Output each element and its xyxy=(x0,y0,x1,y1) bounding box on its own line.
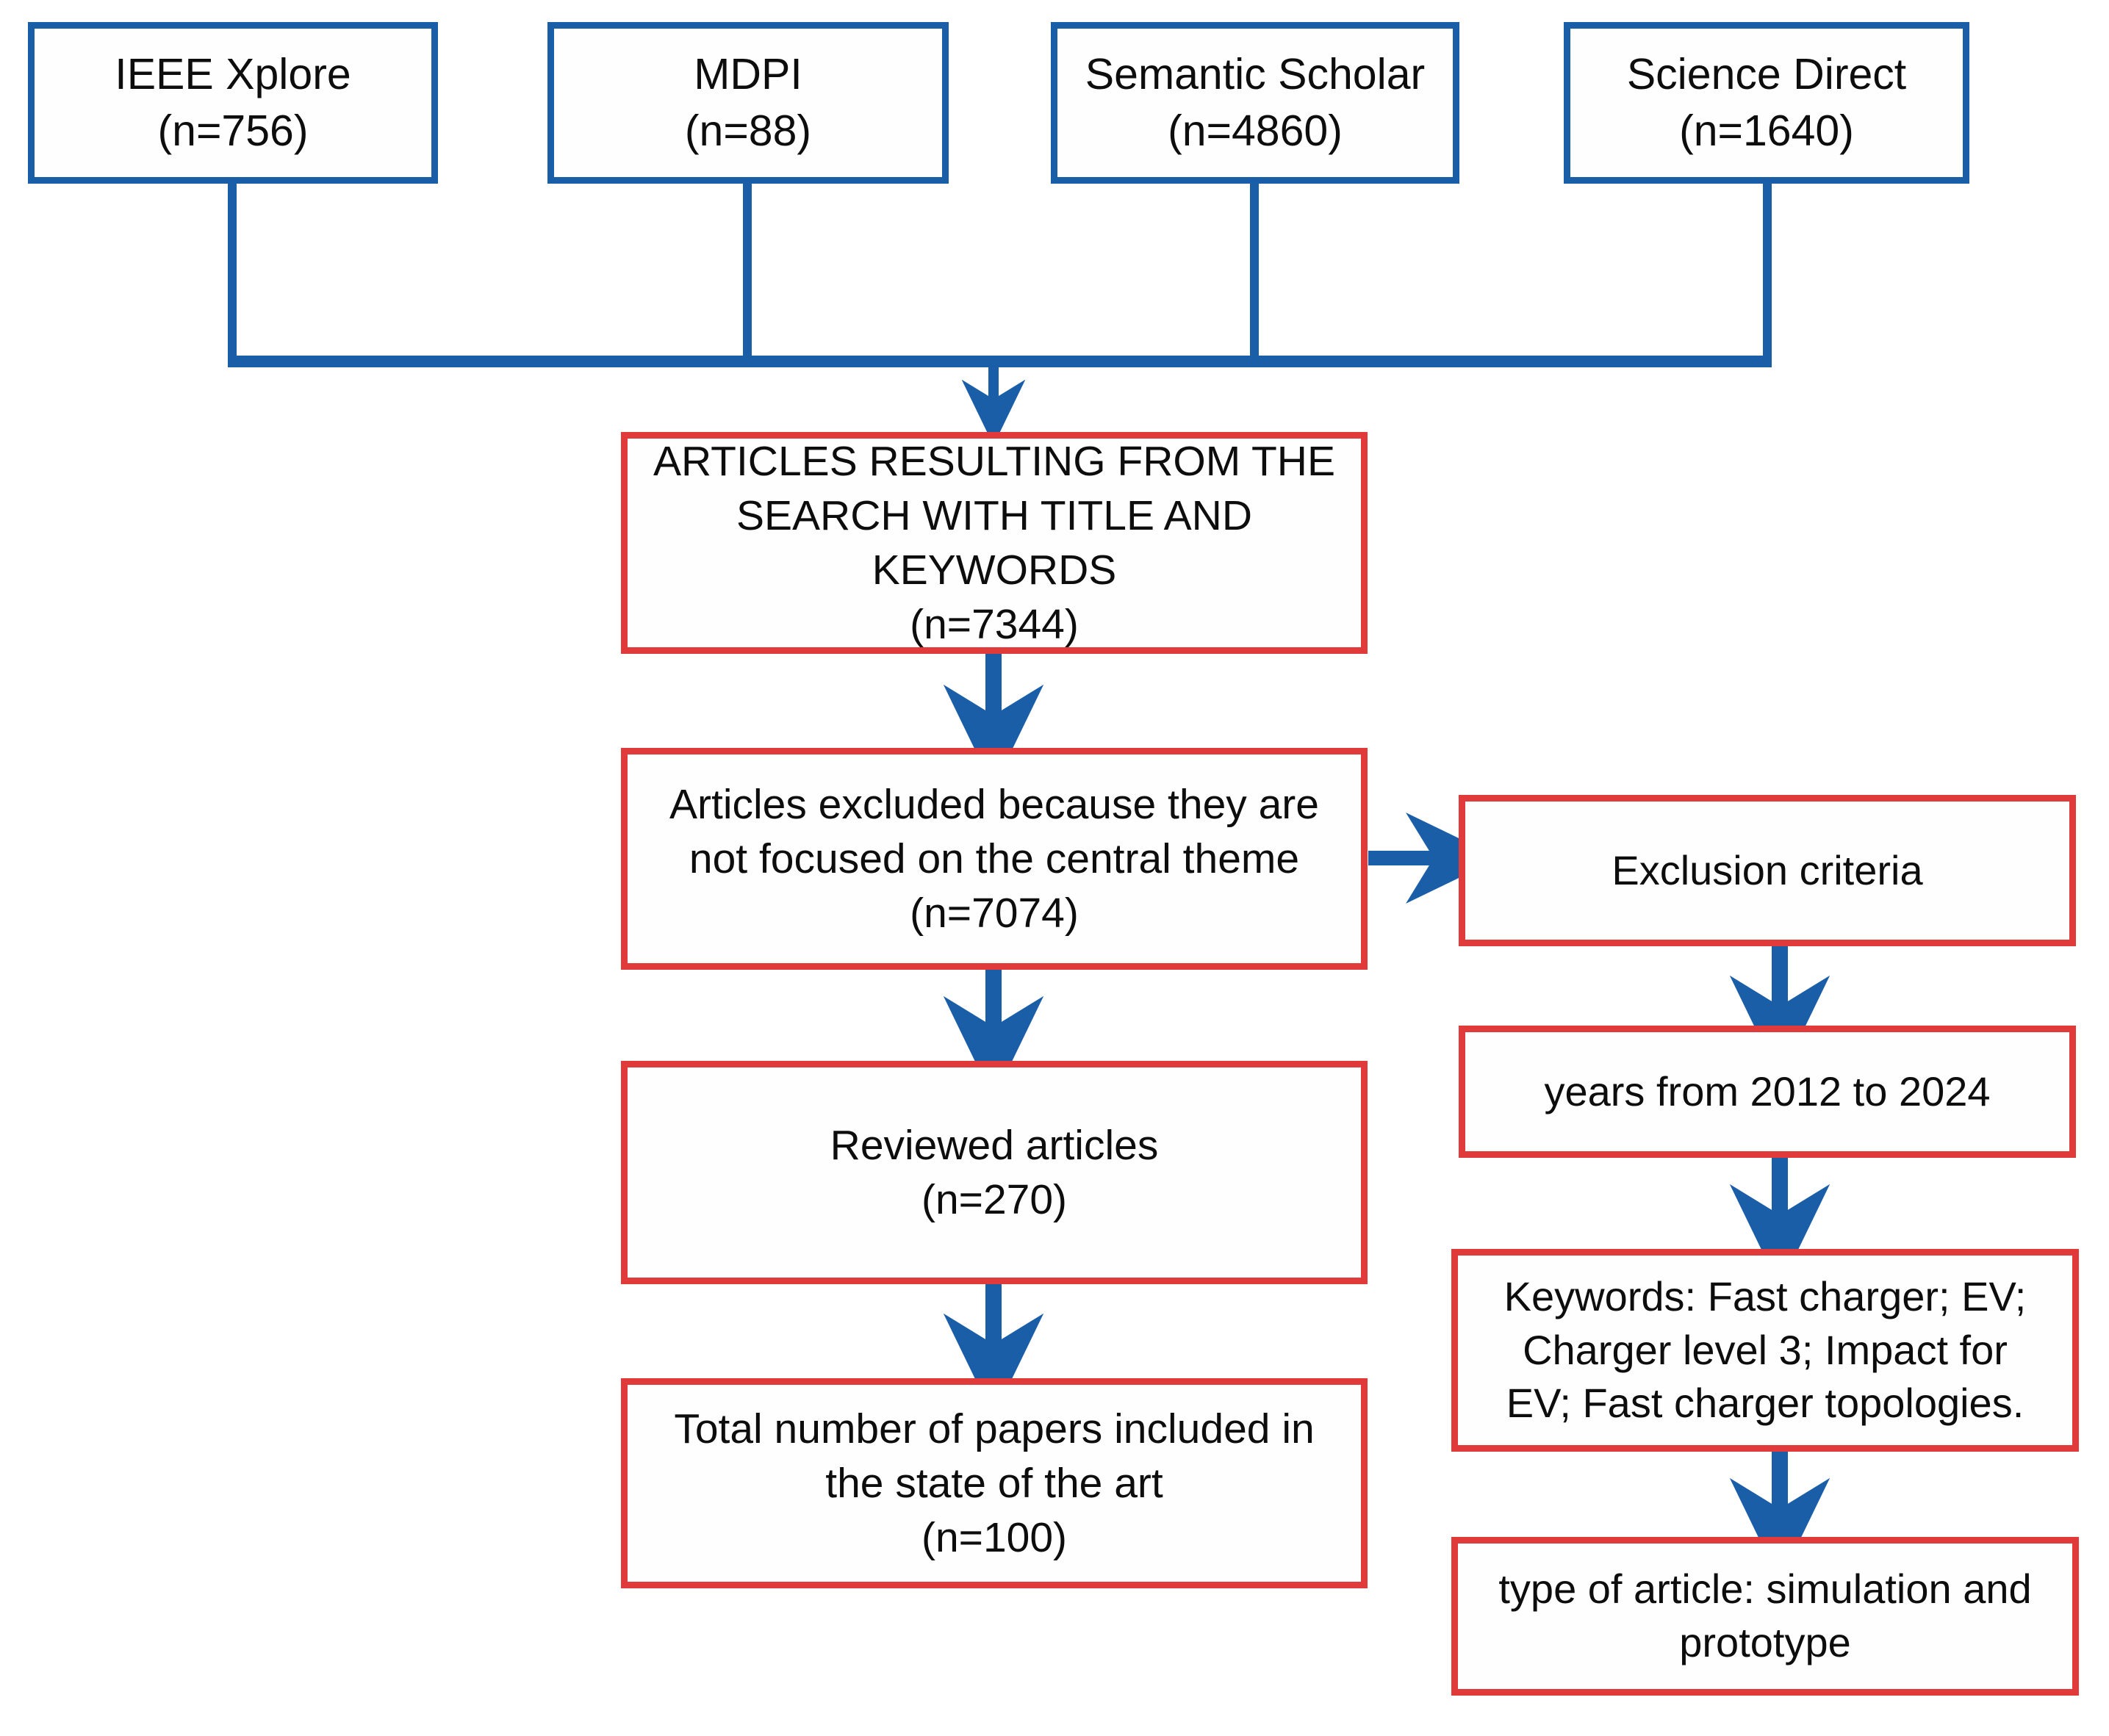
source-box-science-direct[interactable]: Science Direct (n=1640) xyxy=(1564,22,1969,184)
stage-box-total-included[interactable]: Total number of papers included in the s… xyxy=(621,1378,1368,1588)
stage-box-reviewed-articles[interactable]: Reviewed articles (n=270) xyxy=(621,1061,1368,1284)
criteria-box-keywords[interactable]: Keywords: Fast charger; EV; Charger leve… xyxy=(1451,1249,2079,1452)
stage-box-search-results[interactable]: ARTICLES RESULTING FROM THE SEARCH WITH … xyxy=(621,432,1368,654)
stage-label: Reviewed articles (n=270) xyxy=(830,1121,1159,1223)
source-box-ieee-xplore[interactable]: IEEE Xplore (n=756) xyxy=(28,22,438,184)
criteria-label: years from 2012 to 2024 xyxy=(1544,1067,1991,1114)
criteria-box-article-type[interactable]: type of article: simulation and prototyp… xyxy=(1451,1537,2079,1696)
criteria-box-exclusion-criteria[interactable]: Exclusion criteria xyxy=(1459,795,2076,946)
criteria-label: type of article: simulation and prototyp… xyxy=(1498,1566,2032,1665)
criteria-label: Exclusion criteria xyxy=(1612,846,1923,893)
stage-label: ARTICLES RESULTING FROM THE SEARCH WITH … xyxy=(653,437,1335,649)
criteria-box-years[interactable]: years from 2012 to 2024 xyxy=(1459,1026,2076,1158)
stage-box-articles-excluded[interactable]: Articles excluded because they are not f… xyxy=(621,748,1368,970)
criteria-label: Keywords: Fast charger; EV; Charger leve… xyxy=(1503,1272,2027,1427)
source-label: Semantic Scholar (n=4860) xyxy=(1085,50,1426,155)
source-label: Science Direct (n=1640) xyxy=(1626,50,1907,155)
source-box-semantic-scholar[interactable]: Semantic Scholar (n=4860) xyxy=(1051,22,1459,184)
source-box-mdpi[interactable]: MDPI (n=88) xyxy=(547,22,949,184)
source-label: MDPI (n=88) xyxy=(684,50,812,155)
stage-label: Articles excluded because they are not f… xyxy=(669,780,1319,937)
stage-label: Total number of papers included in the s… xyxy=(674,1405,1315,1562)
source-label: IEEE Xplore (n=756) xyxy=(115,50,351,155)
